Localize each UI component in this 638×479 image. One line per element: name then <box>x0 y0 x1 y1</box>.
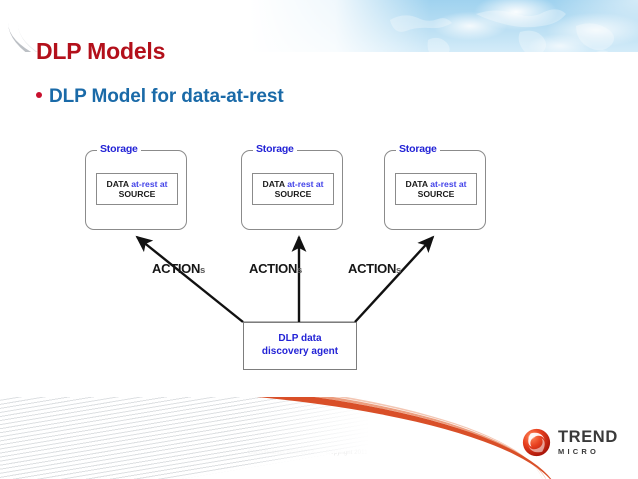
agent-label-line1: DLP data <box>278 333 322 345</box>
storage-node-1: Storage DATA at-rest at SOURCE <box>85 143 187 230</box>
dlp-discovery-agent-box: DLP data discovery agent <box>243 322 357 370</box>
data-middle-label: at-rest at <box>131 178 168 189</box>
logo-micro-text: MICRO <box>558 446 599 456</box>
actions-main-text: ACTION <box>348 261 397 276</box>
storage-node-3: Storage DATA at-rest at SOURCE <box>384 143 486 230</box>
header-decoration <box>0 0 638 86</box>
bullet-label: DLP Model for data-at-rest <box>49 86 284 107</box>
bullet-dot-icon <box>36 92 42 98</box>
data-suffix-label: SOURCE <box>118 189 156 199</box>
storage-node-2: Storage DATA at-rest at SOURCE <box>241 143 343 230</box>
agent-label-line2: discovery agent <box>261 346 339 357</box>
actions-suffix-text: s <box>396 265 402 276</box>
storage-group-label: Storage <box>97 143 141 155</box>
data-at-rest-box: DATA at-rest at SOURCE <box>252 173 334 205</box>
actions-suffix-text: s <box>200 265 206 276</box>
trend-micro-sphere-icon <box>522 428 551 456</box>
actions-main-text: ACTION <box>152 261 201 276</box>
data-at-rest-box: DATA at-rest at SOURCE <box>96 173 178 205</box>
trend-micro-logo: TREND MICRO <box>520 423 628 461</box>
data-at-rest-box: DATA at-rest at SOURCE <box>395 173 477 205</box>
logo-wordmark: TREND MICRO <box>558 429 618 455</box>
data-prefix-label: DATA <box>106 178 129 189</box>
data-prefix-label: DATA <box>405 178 428 189</box>
data-middle-label: at-rest at <box>287 178 324 189</box>
actions-suffix-text: s <box>297 265 303 276</box>
data-suffix-label: SOURCE <box>417 189 455 199</box>
actions-label-1: ACTIONs <box>152 261 205 276</box>
data-prefix-label: DATA <box>262 178 285 189</box>
storage-group-label: Storage <box>253 143 297 155</box>
page-title: DLP Models <box>36 38 166 64</box>
actions-label-3: ACTIONs <box>348 261 401 276</box>
actions-label-2: ACTIONs <box>249 261 302 276</box>
actions-main-text: ACTION <box>249 261 298 276</box>
storage-group-label: Storage <box>396 143 440 155</box>
data-suffix-label: SOURCE <box>274 189 312 199</box>
logo-trend-text: TREND <box>558 428 618 446</box>
header-white-fill <box>0 52 638 86</box>
data-middle-label: at-rest at <box>430 178 467 189</box>
bullet-item: DLP Model for data-at-rest <box>36 86 284 108</box>
